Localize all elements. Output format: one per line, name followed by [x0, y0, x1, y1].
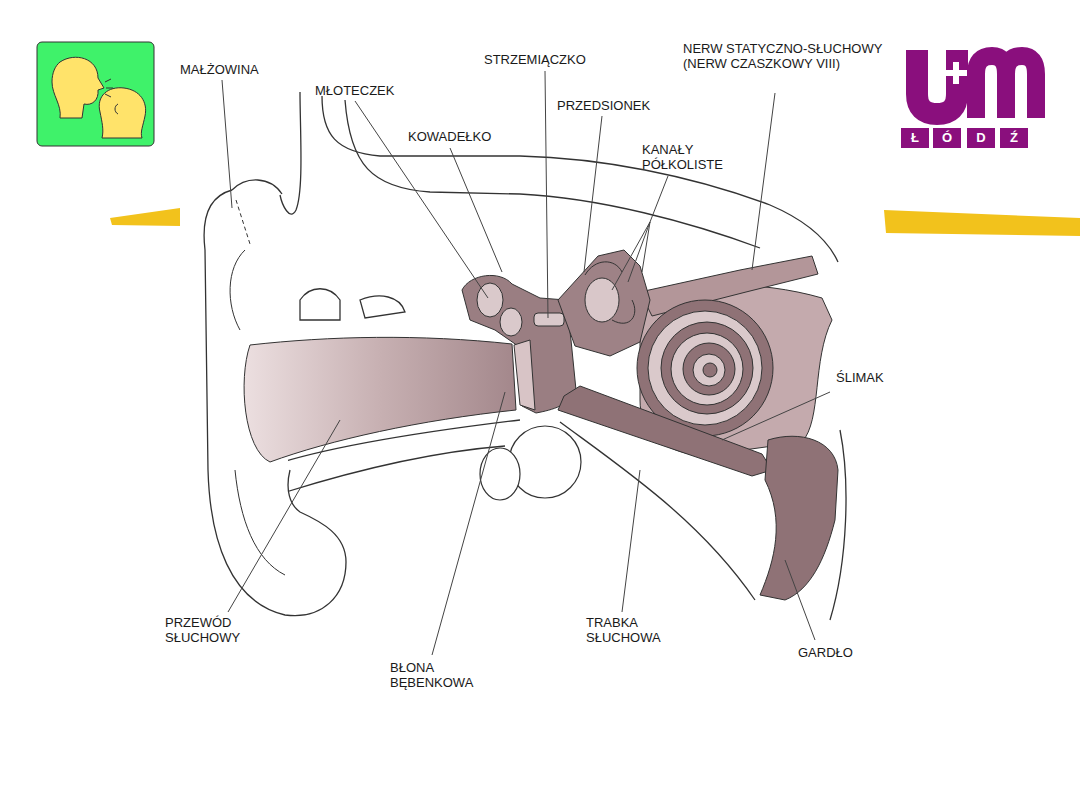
eustachian-tube	[558, 386, 838, 600]
leader-line-part	[228, 420, 340, 612]
logo-letter: D	[967, 128, 995, 148]
university-logo-part	[976, 56, 1036, 118]
leader-line-part	[622, 470, 640, 612]
middle-ear	[462, 275, 576, 413]
leader-line-part	[450, 148, 502, 272]
leader-line-part	[785, 560, 815, 640]
head-outline-part	[322, 96, 838, 262]
inner-ear-part	[661, 322, 753, 414]
pinna-shape-part	[230, 250, 245, 330]
speech-icon	[37, 42, 154, 146]
part-label: GARDŁO	[798, 645, 878, 660]
part-label: NERW STATYCZNO-SŁUCHOWY (NERW CZASZKOWY …	[683, 41, 883, 71]
ear-canal	[244, 337, 516, 462]
ear-canal-part	[244, 337, 516, 462]
university-logo-part	[933, 128, 961, 148]
head-outline-part	[345, 100, 760, 248]
middle-ear-part	[514, 340, 535, 410]
brush-stroke-part	[110, 208, 180, 226]
university-logo-part	[1000, 128, 1028, 148]
middle-ear-part	[500, 308, 522, 336]
part-label: KOWADEŁKO	[408, 129, 528, 144]
leader-line-part	[612, 222, 650, 290]
speech-icon-part	[52, 57, 104, 118]
head-outline-part	[280, 92, 301, 214]
middle-ear-part	[462, 275, 576, 413]
bone-outline	[480, 426, 581, 500]
leader-line-part	[752, 93, 775, 270]
part-label: PRZEDSIONEK	[557, 98, 677, 113]
leader-line-part	[584, 116, 602, 272]
leader-line-part	[722, 392, 830, 440]
inner-ear-part	[693, 354, 725, 386]
brush-stroke	[110, 208, 1080, 236]
head-outline-part	[300, 289, 340, 320]
leader-line-part	[628, 176, 668, 282]
part-label: MAŁŻOWINA	[180, 62, 300, 77]
pinna-shape-part	[235, 470, 285, 575]
head-outline-part	[286, 446, 505, 492]
middle-ear-part	[534, 313, 564, 326]
leader-line-part	[545, 71, 548, 318]
speech-icon-part	[115, 104, 118, 114]
part-label: ŚLIMAK	[836, 370, 916, 385]
leader-line-part	[222, 80, 232, 208]
bone-outline-part	[480, 448, 520, 500]
part-label: TRABKA SŁUCHOWA	[586, 615, 686, 645]
logo-letter: Ź	[1000, 128, 1028, 148]
head-outline-part	[360, 296, 405, 318]
bone-outline-part	[509, 426, 581, 498]
brush-stroke-part	[884, 210, 1080, 236]
inner-ear-part	[585, 278, 619, 322]
inner-ear-part	[648, 311, 762, 425]
university-logo-part	[945, 70, 967, 76]
inner-ear-part	[558, 250, 650, 356]
inner-ear-part	[671, 333, 743, 405]
part-label: KANAŁY PÓŁKOLISTE	[642, 142, 738, 172]
part-label: PRZEWÓD SŁUCHOWY	[165, 615, 265, 645]
university-logo	[901, 50, 1036, 148]
logo-letter: Ó	[933, 128, 961, 148]
logo-letter: Ł	[901, 128, 929, 148]
inner-ear-part	[585, 262, 622, 275]
inner-ear-part	[683, 343, 735, 395]
part-label: BŁONA BĘBENKOWA	[390, 660, 500, 690]
university-logo-part	[967, 128, 995, 148]
pinna-shape-part	[236, 200, 250, 244]
speech-icon-part	[37, 42, 154, 146]
speech-icon-part	[105, 79, 113, 97]
inner-ear	[558, 250, 832, 456]
part-label: MŁOTECZEK	[315, 83, 435, 98]
leader-line	[222, 71, 830, 655]
pinna-shape-part	[232, 180, 282, 194]
inner-ear-part	[612, 300, 635, 323]
inner-ear-part	[703, 363, 717, 377]
eustachian-tube-part	[760, 436, 838, 600]
eustachian-tube-part	[558, 386, 772, 476]
part-label: STRZEMIĄCZKO	[484, 52, 624, 67]
university-logo-part	[901, 128, 929, 148]
leader-line-part	[432, 392, 505, 655]
speech-icon-part	[99, 88, 145, 138]
university-logo-part	[917, 50, 957, 114]
